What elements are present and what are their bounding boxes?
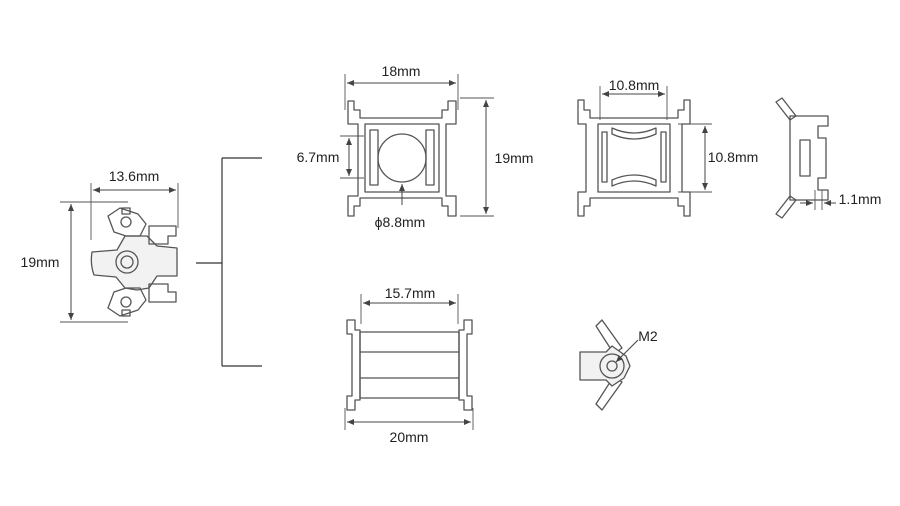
slim-thickness-label: 1.1mm (839, 191, 882, 207)
top-inner-label: 15.7mm (385, 285, 436, 301)
side-bottom-wing-hole (120, 296, 132, 308)
side-width-label: 13.6mm (109, 168, 160, 184)
side-bottom-wing (107, 287, 147, 317)
side-top-wing-pin (121, 207, 131, 215)
back-height-label: 10.8mm (708, 149, 759, 165)
back-inner-window (597, 123, 671, 193)
screw-leader (615, 339, 639, 363)
screw-head-outer (599, 353, 625, 379)
front-height-label: 19mm (495, 150, 534, 166)
front-frame-outline (347, 100, 457, 217)
side-clip-top-tab (148, 225, 177, 245)
screw-view: M2 (579, 319, 658, 411)
side-clip-bottom-tab (148, 283, 177, 303)
front-gap-label: 6.7mm (297, 149, 340, 165)
screw-body (579, 345, 631, 387)
screw-bottom-wing (595, 375, 623, 411)
side-top-wing-hole (120, 216, 132, 228)
front-width-label: 18mm (382, 63, 421, 79)
top-left-flange (346, 319, 361, 411)
front-hole-circle (377, 133, 427, 183)
front-right-rail (425, 129, 435, 186)
side-screw-inner (120, 255, 134, 269)
back-top-lens (611, 127, 657, 140)
slim-body (789, 115, 829, 201)
top-right-flange (458, 319, 473, 411)
screw-head-inner (606, 360, 618, 372)
back-left-rail (601, 131, 608, 183)
front-hole-label: ϕ8.8mm (375, 214, 426, 230)
back-frame-outline (577, 99, 691, 217)
side-clip-body (90, 235, 178, 291)
slim-view: 1.1mm (775, 97, 882, 219)
back-bottom-lens (611, 174, 657, 187)
top-body (359, 331, 460, 399)
side-screw-outer (115, 250, 139, 274)
back-right-rail (660, 131, 667, 183)
front-left-rail (369, 129, 379, 186)
back-view: 10.8mm 10.8mm (577, 77, 759, 217)
top-outer-label: 20mm (390, 429, 429, 445)
front-view: 18mm 19mm 6.7mm ϕ8.8mm (297, 63, 534, 230)
top-view: 15.7mm 20mm (344, 285, 474, 445)
side-top-wing (107, 207, 147, 237)
slim-slot (799, 139, 811, 177)
view-bracket (196, 157, 262, 367)
side-bottom-wing-pin (121, 309, 131, 317)
screw-top-wing (595, 319, 623, 355)
side-view: 13.6mm 19mm (21, 168, 179, 323)
side-height-label: 19mm (21, 254, 60, 270)
slim-bottom-wing (775, 195, 797, 219)
back-width-label: 10.8mm (609, 77, 660, 93)
screw-label: M2 (638, 328, 658, 344)
slim-top-wing (775, 97, 797, 121)
